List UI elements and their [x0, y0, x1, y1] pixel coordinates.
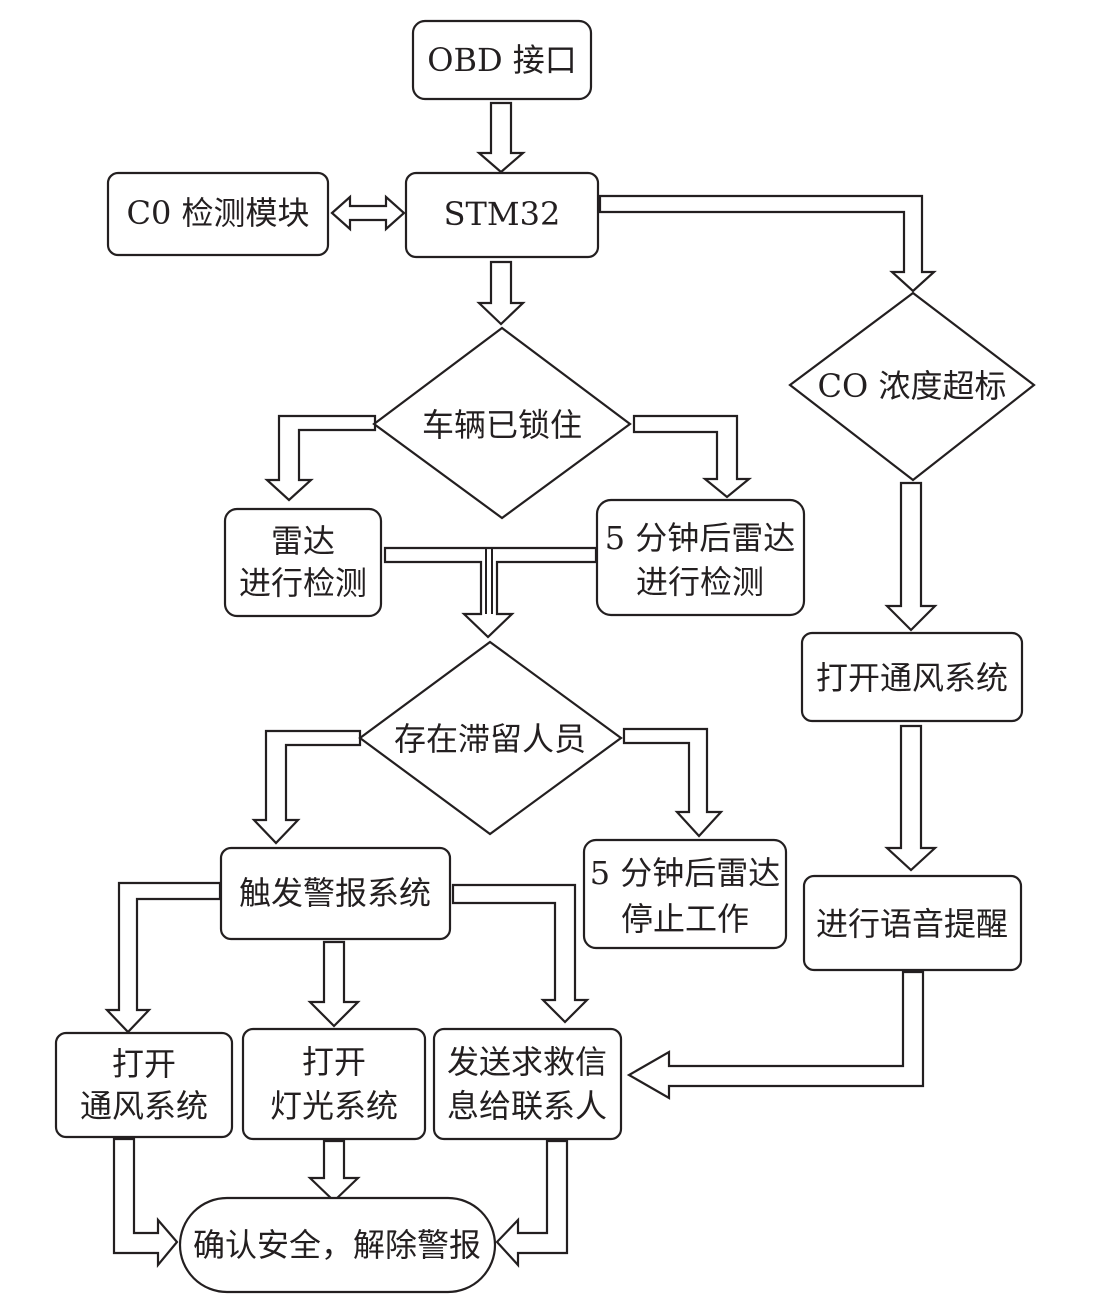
- vehicle-locked-label: 车辆已锁住: [422, 406, 582, 444]
- open-light-label-2: 灯光系统: [270, 1087, 398, 1125]
- people-stranded-label: 存在滞留人员: [394, 720, 586, 758]
- people-stranded-decision: [358, 640, 623, 836]
- radar-5min-label-1: 5 分钟后雷达: [605, 519, 796, 557]
- radar-detect-node: [223, 507, 383, 618]
- co-module-node: [106, 171, 330, 257]
- confirm-safe-label: 确认安全，解除警报: [193, 1226, 481, 1264]
- arrow-alarm-to-open-vent: [104, 881, 222, 1034]
- radar-5min-label-2: 进行检测: [636, 563, 764, 601]
- radar-stop-label-1: 5 分钟后雷达: [590, 854, 781, 892]
- confirm-safe-node: [178, 1196, 497, 1294]
- radar-5min-node: [595, 498, 806, 617]
- arrow-open-light-to-confirm: [307, 1139, 361, 1203]
- arrow-stm32-to-locked: [476, 260, 526, 326]
- arrow-alarm-to-open-light: [307, 940, 361, 1028]
- open-light-label-1: 打开: [302, 1043, 366, 1081]
- open-vent-label-2: 通风系统: [80, 1087, 208, 1125]
- arrow-radar-merge-to-stranded: [383, 546, 598, 639]
- arrow-open-vent-to-confirm: [112, 1137, 179, 1269]
- obd-label: OBD 接口: [427, 41, 577, 79]
- co-module-label: C0 检测模块: [126, 194, 309, 232]
- radar-detect-label-1: 雷达: [271, 522, 335, 560]
- arrow-sos-to-confirm: [495, 1139, 569, 1268]
- arrow-locked-to-radar: [264, 414, 377, 502]
- arrow-stm32-to-co-exceed: [598, 194, 937, 293]
- radar-detect-label-2: 进行检测: [239, 564, 367, 602]
- arrow-co-exceed-to-vent: [884, 481, 938, 632]
- alarm-node: [219, 846, 452, 941]
- arrow-co-module-stm32: [330, 194, 406, 232]
- vent-right-label: 打开通风系统: [816, 659, 1008, 697]
- arrow-stranded-to-radar-stop: [622, 727, 724, 838]
- obd-node: [411, 19, 593, 101]
- send-sos-node: [432, 1027, 623, 1141]
- send-sos-label-1: 发送求救信: [447, 1043, 607, 1081]
- open-light-node: [241, 1027, 427, 1141]
- radar-stop-node: [582, 838, 788, 950]
- open-vent-label-1: 打开: [112, 1045, 176, 1083]
- radar-stop-label-2: 停止工作: [621, 900, 749, 938]
- arrow-voice-to-sos: [626, 970, 925, 1100]
- vent-right-node: [800, 631, 1024, 723]
- vehicle-locked-decision: [372, 326, 632, 520]
- stm32-label: STM32: [444, 195, 561, 233]
- voice-alert-label: 进行语音提醒: [816, 905, 1008, 943]
- arrow-locked-to-radar-5min: [632, 414, 753, 499]
- arrow-obd-to-stm32: [476, 101, 526, 174]
- arrow-alarm-to-sos: [451, 883, 590, 1024]
- co-exceed-decision: [788, 291, 1036, 482]
- arrow-vent-to-voice: [884, 724, 938, 872]
- alarm-label: 触发警报系统: [239, 874, 431, 912]
- co-exceed-label: CO 浓度超标: [818, 367, 1007, 405]
- send-sos-label-2: 息给联系人: [447, 1087, 607, 1125]
- open-vent-node: [54, 1031, 234, 1139]
- stm32-node: [404, 171, 600, 259]
- voice-alert-node: [802, 874, 1023, 972]
- arrow-stranded-to-alarm: [251, 729, 362, 845]
